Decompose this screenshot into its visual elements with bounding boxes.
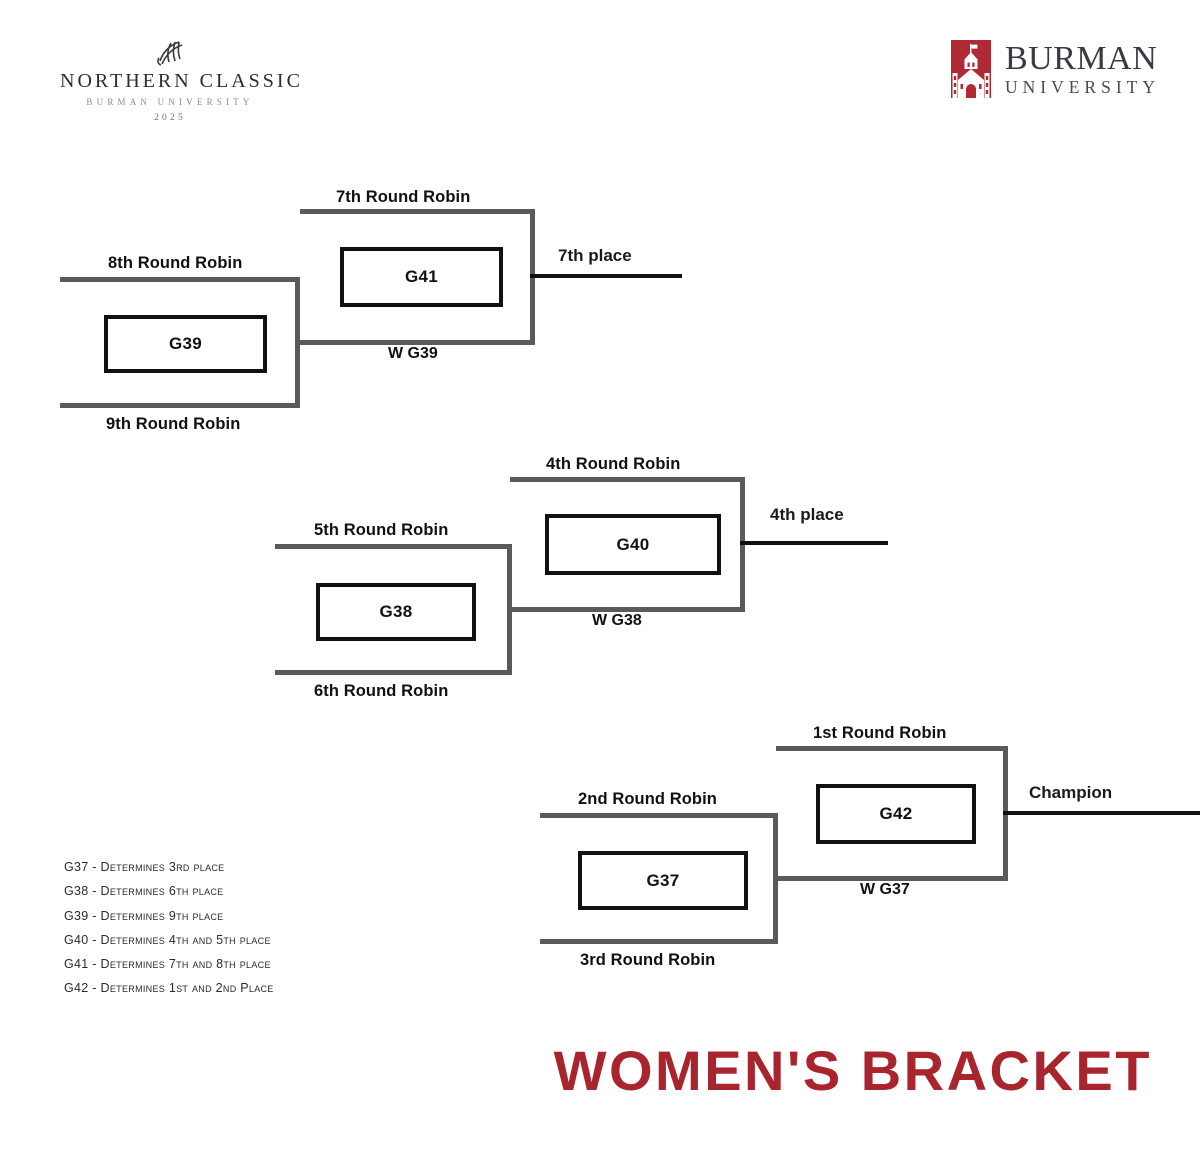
joiner-r1 xyxy=(773,813,778,944)
seed-line-top-r2 xyxy=(776,746,1008,751)
result-label-champion: Champion xyxy=(1029,783,1113,802)
seed-label-8th-round-robin: 8th Round Robin xyxy=(108,254,243,272)
event-title: NORTHERN CLASSIC xyxy=(60,70,303,92)
game-box-g42[interactable]: G42 xyxy=(816,784,976,844)
winner-label-w-g39: W G39 xyxy=(388,345,438,362)
game-box-g38[interactable]: G38 xyxy=(316,583,476,641)
seed-label-4th-round-robin: 4th Round Robin xyxy=(546,455,681,473)
joiner-r1 xyxy=(507,544,512,675)
seed-line-top-r1 xyxy=(60,277,300,282)
seed-label-6th-round-robin: 6th Round Robin xyxy=(314,682,449,700)
seed-line-top-r1 xyxy=(540,813,778,818)
game-box-g37[interactable]: G37 xyxy=(578,851,748,910)
seed-label-3rd-round-robin: 3rd Round Robin xyxy=(580,951,716,969)
seed-line-bottom-r1 xyxy=(275,670,512,675)
seed-line-top-r1 xyxy=(275,544,512,549)
joiner-r1 xyxy=(295,277,300,408)
burman-wordmark: BURMAN UNIVERSITY xyxy=(1005,39,1160,97)
legend-item: G40 - Determines 4th and 5th place xyxy=(64,932,271,947)
event-year: 2025 xyxy=(154,113,186,123)
result-label-4th-place: 4th place xyxy=(770,505,844,524)
legend-item: G37 - Determines 3rd place xyxy=(64,860,225,874)
seed-line-top-r2 xyxy=(300,209,535,214)
northern-classic-logo: NORTHERN CLASSIC BURMAN UNIVERSITY 2025 xyxy=(60,38,303,123)
result-line-4th-place xyxy=(740,541,888,545)
feeder-line-r1-to-r2 xyxy=(295,340,535,345)
legend-item: G38 - Determines 6th place xyxy=(64,884,224,899)
joiner-r2 xyxy=(740,477,745,612)
event-subtitle: BURMAN UNIVERSITY xyxy=(86,97,254,107)
joiner-r2 xyxy=(530,209,535,345)
volleyball-icon xyxy=(157,41,183,66)
result-line-champion xyxy=(1003,811,1200,815)
seed-label-1st-round-robin: 1st Round Robin xyxy=(813,724,947,742)
seed-label-7th-round-robin: 7th Round Robin xyxy=(336,188,471,206)
game-box-g41[interactable]: G41 xyxy=(340,247,503,307)
seed-label-2nd-round-robin: 2nd Round Robin xyxy=(578,790,717,808)
winner-label-w-g38: W G38 xyxy=(592,612,642,629)
burman-unit: UNIVERSITY xyxy=(1005,76,1160,97)
burman-tower-icon xyxy=(951,40,991,98)
feeder-line-r1-to-r2 xyxy=(773,876,1008,881)
seed-line-bottom-r1 xyxy=(60,403,300,408)
feeder-line-r1-to-r2 xyxy=(507,607,745,612)
seed-line-bottom-r2 xyxy=(776,876,1008,881)
seed-line-top-r2 xyxy=(510,477,745,482)
result-line-7th-place xyxy=(530,274,682,278)
game-box-g40[interactable]: G40 xyxy=(545,514,721,575)
burman-name: BURMAN xyxy=(1005,39,1158,77)
seed-label-9th-round-robin: 9th Round Robin xyxy=(106,415,241,433)
seed-line-bottom-r2 xyxy=(300,340,535,345)
legend-item: G39 - Determines 9th place xyxy=(64,908,224,923)
burman-university-logo: BURMAN UNIVERSITY xyxy=(951,40,1160,98)
page-title: WOMEN'S BRACKET xyxy=(553,1039,1152,1102)
winner-label-w-g37: W G37 xyxy=(860,881,910,898)
legend: G37 - Determines 3rd place G38 - Determi… xyxy=(64,855,274,1001)
seed-line-bottom-r2 xyxy=(510,607,745,612)
legend-item: G42 - Determines 1st and 2nd Place xyxy=(64,981,274,996)
seed-line-bottom-r1 xyxy=(540,939,778,944)
joiner-r2 xyxy=(1003,746,1008,881)
legend-item: G41 - Determines 7th and 8th place xyxy=(64,957,271,972)
seed-label-5th-round-robin: 5th Round Robin xyxy=(314,521,449,539)
result-label-7th-place: 7th place xyxy=(558,246,632,265)
game-box-g39[interactable]: G39 xyxy=(104,315,267,373)
